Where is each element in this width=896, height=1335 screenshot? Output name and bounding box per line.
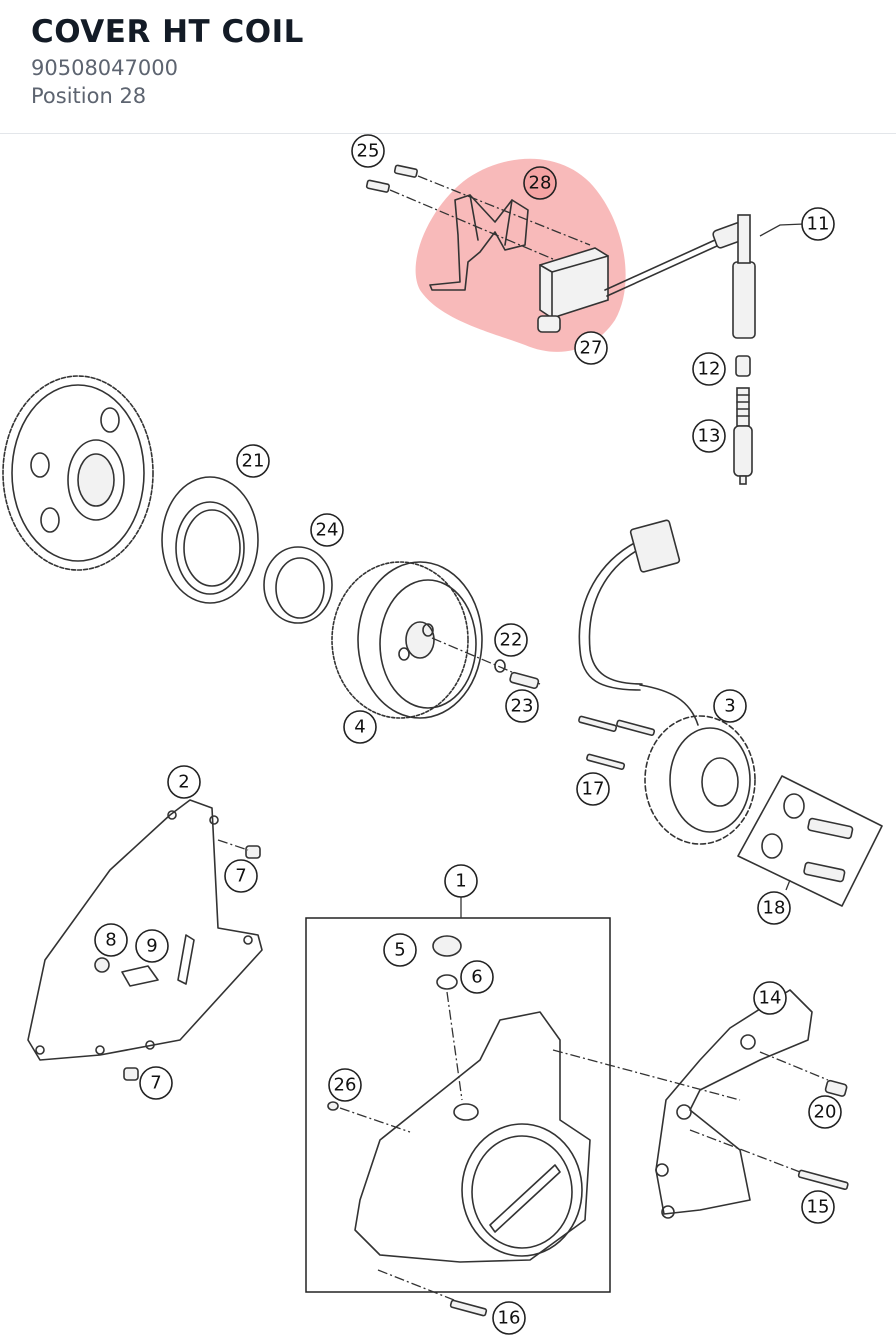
svg-text:8: 8 bbox=[105, 930, 116, 951]
callout-18[interactable]: 18 bbox=[757, 891, 791, 925]
cover-assembly-box bbox=[305, 917, 611, 1293]
svg-text:9: 9 bbox=[146, 936, 157, 957]
svg-text:3: 3 bbox=[724, 696, 735, 717]
svg-text:28: 28 bbox=[529, 173, 552, 194]
callout-9[interactable]: 9 bbox=[135, 929, 169, 963]
callout-22[interactable]: 22 bbox=[494, 623, 528, 657]
plug-26 bbox=[327, 1101, 339, 1111]
svg-text:1: 1 bbox=[455, 871, 466, 892]
callout-2[interactable]: 2 bbox=[167, 765, 201, 799]
bearing-24 bbox=[263, 546, 333, 624]
svg-text:11: 11 bbox=[807, 214, 830, 235]
svg-text:20: 20 bbox=[814, 1102, 837, 1123]
svg-text:27: 27 bbox=[580, 338, 603, 359]
svg-text:22: 22 bbox=[500, 630, 523, 651]
callout-24[interactable]: 24 bbox=[310, 513, 344, 547]
part-title: COVER HT COIL bbox=[31, 14, 304, 50]
callout-21[interactable]: 21 bbox=[236, 444, 270, 478]
svg-text:16: 16 bbox=[498, 1308, 521, 1329]
svg-text:13: 13 bbox=[698, 426, 721, 447]
bolts-17 bbox=[578, 715, 656, 770]
svg-text:7: 7 bbox=[150, 1073, 161, 1094]
svg-text:25: 25 bbox=[357, 141, 380, 162]
callout-7-top[interactable]: 7 bbox=[224, 859, 258, 893]
sprocket-cover-14 bbox=[655, 989, 849, 1219]
callout-4[interactable]: 4 bbox=[343, 710, 377, 744]
callout-8[interactable]: 8 bbox=[94, 923, 128, 957]
small-parts-8-9 bbox=[94, 957, 159, 987]
part-header: COVER HT COIL 90508047000 Position 28 bbox=[0, 0, 896, 134]
callout-28[interactable]: 28 bbox=[523, 166, 557, 200]
callout-7-bottom[interactable]: 7 bbox=[139, 1066, 173, 1100]
stator-3 bbox=[578, 519, 756, 845]
bolt-16 bbox=[377, 1269, 488, 1317]
starter-gear bbox=[2, 375, 154, 571]
callout-11[interactable]: 11 bbox=[801, 207, 835, 241]
gasket-2 bbox=[27, 799, 263, 1061]
exploded-parts-diagram: 25 28 11 27 12 13 21 24 22 23 4 3 17 2 7… bbox=[2, 134, 883, 1335]
callout-1[interactable]: 1 bbox=[444, 864, 478, 898]
spark-plug-parts bbox=[733, 355, 753, 485]
washer-nut-22-23 bbox=[494, 659, 540, 690]
callout-23[interactable]: 23 bbox=[505, 689, 539, 723]
svg-text:23: 23 bbox=[511, 696, 534, 717]
callout-20[interactable]: 20 bbox=[808, 1095, 842, 1129]
svg-text:12: 12 bbox=[698, 359, 721, 380]
callout-16[interactable]: 16 bbox=[492, 1301, 526, 1335]
callout-15[interactable]: 15 bbox=[801, 1190, 835, 1224]
svg-text:5: 5 bbox=[394, 940, 405, 961]
callout-25[interactable]: 25 bbox=[351, 134, 385, 168]
ht-cable-11 bbox=[604, 214, 756, 339]
generator-cover-1 bbox=[339, 935, 741, 1263]
screw-kit-18 bbox=[737, 775, 883, 907]
svg-text:17: 17 bbox=[582, 779, 605, 800]
ignition-coil-27 bbox=[537, 247, 609, 333]
svg-text:6: 6 bbox=[471, 967, 482, 988]
svg-text:7: 7 bbox=[235, 866, 246, 887]
callout-3[interactable]: 3 bbox=[713, 689, 747, 723]
svg-text:2: 2 bbox=[178, 772, 189, 793]
svg-text:18: 18 bbox=[763, 898, 786, 919]
callout-13[interactable]: 13 bbox=[692, 419, 726, 453]
svg-text:26: 26 bbox=[334, 1075, 357, 1096]
svg-text:24: 24 bbox=[316, 520, 339, 541]
callout-6[interactable]: 6 bbox=[460, 960, 494, 994]
dowels-7 bbox=[123, 839, 261, 1081]
callout-5[interactable]: 5 bbox=[383, 933, 417, 967]
part-position: Position 28 bbox=[31, 84, 147, 108]
part-number: 90508047000 bbox=[31, 56, 178, 80]
svg-text:15: 15 bbox=[807, 1197, 830, 1218]
callout-27[interactable]: 27 bbox=[574, 331, 608, 365]
svg-text:21: 21 bbox=[242, 451, 265, 472]
ht-coil-cover-28 bbox=[429, 194, 529, 291]
callout-17[interactable]: 17 bbox=[576, 772, 610, 806]
callout-12[interactable]: 12 bbox=[692, 352, 726, 386]
svg-text:14: 14 bbox=[759, 988, 782, 1009]
svg-text:4: 4 bbox=[354, 717, 365, 738]
callout-26[interactable]: 26 bbox=[328, 1068, 362, 1102]
callout-14[interactable]: 14 bbox=[753, 981, 787, 1015]
ring-21 bbox=[161, 476, 259, 604]
